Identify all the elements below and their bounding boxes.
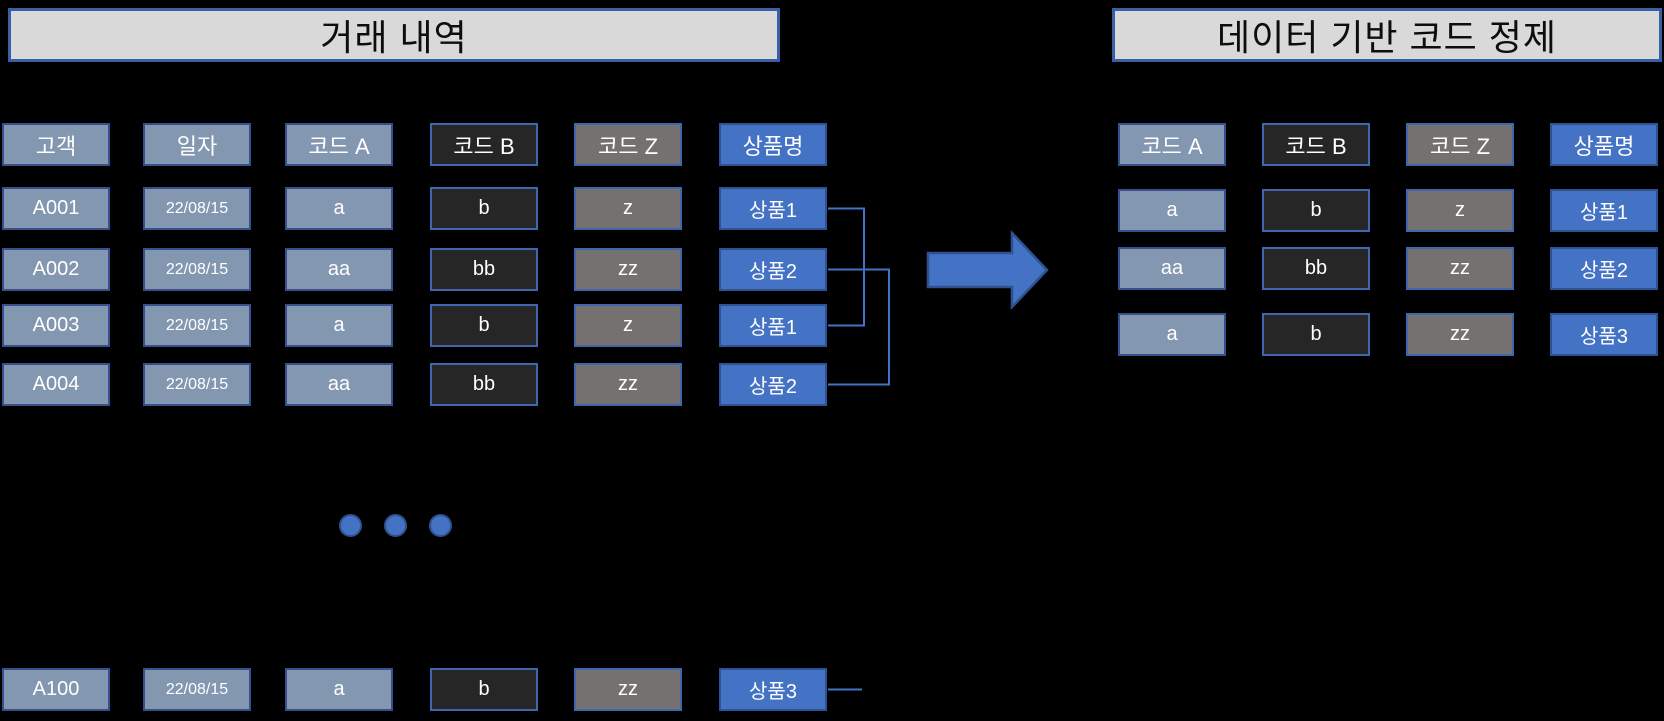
left-row4-cell5: 상품2 <box>719 363 827 406</box>
right-row3-cell3: 상품3 <box>1550 313 1658 356</box>
left-row2-cell2: aa <box>285 248 393 291</box>
ellipsis-dot <box>429 514 452 537</box>
left-header-0: 고객 <box>2 123 110 166</box>
left-row3-cell2: a <box>285 304 393 347</box>
left-row4-cell0: A004 <box>2 363 110 406</box>
right-row3-cell1: b <box>1262 313 1370 356</box>
left-header-1: 일자 <box>143 123 251 166</box>
right-row2-cell1: bb <box>1262 247 1370 290</box>
left-row4-cell1: 22/08/15 <box>143 363 251 406</box>
left-header-4: 코드 Z <box>574 123 682 166</box>
left-row3-cell0: A003 <box>2 304 110 347</box>
left-lastrow-cell3: b <box>430 668 538 711</box>
product2-duplicate-link <box>828 268 890 386</box>
right-row1-cell0: a <box>1118 189 1226 232</box>
left-row4-cell3: bb <box>430 363 538 406</box>
left-row1-cell0: A001 <box>2 187 110 230</box>
left-lastrow-cell4: zz <box>574 668 682 711</box>
left-lastrow-cell1: 22/08/15 <box>143 668 251 711</box>
left-lastrow-cell5: 상품3 <box>719 668 827 711</box>
left-header-3: 코드 B <box>430 123 538 166</box>
right-row1-cell2: z <box>1406 189 1514 232</box>
right-header-2: 코드 Z <box>1406 123 1514 166</box>
right-row2-cell3: 상품2 <box>1550 247 1658 290</box>
right-table-title: 데이터 기반 코드 정제 <box>1112 8 1662 62</box>
left-row1-cell5: 상품1 <box>719 187 827 230</box>
left-row2-cell1: 22/08/15 <box>143 248 251 291</box>
left-table-title: 거래 내역 <box>8 8 780 62</box>
left-row1-cell2: a <box>285 187 393 230</box>
ellipsis-dot <box>384 514 407 537</box>
left-row2-cell3: bb <box>430 248 538 291</box>
ellipsis-dot <box>339 514 362 537</box>
left-row3-cell5: 상품1 <box>719 304 827 347</box>
right-header-3: 상품명 <box>1550 123 1658 166</box>
right-row1-cell1: b <box>1262 189 1370 232</box>
ellipsis-dots <box>339 514 452 537</box>
left-row1-cell3: b <box>430 187 538 230</box>
right-header-0: 코드 A <box>1118 123 1226 166</box>
right-row3-cell0: a <box>1118 313 1226 356</box>
right-row2-cell0: aa <box>1118 247 1226 290</box>
right-row1-cell3: 상품1 <box>1550 189 1658 232</box>
left-row4-cell2: aa <box>285 363 393 406</box>
transform-arrow-icon <box>926 229 1049 311</box>
right-row2-cell2: zz <box>1406 247 1514 290</box>
right-header-1: 코드 B <box>1262 123 1370 166</box>
left-header-2: 코드 A <box>285 123 393 166</box>
left-row4-cell4: zz <box>574 363 682 406</box>
left-row2-cell4: zz <box>574 248 682 291</box>
right-row3-cell2: zz <box>1406 313 1514 356</box>
left-row1-cell1: 22/08/15 <box>143 187 251 230</box>
left-row3-cell3: b <box>430 304 538 347</box>
left-lastrow-cell2: a <box>285 668 393 711</box>
left-header-5: 상품명 <box>719 123 827 166</box>
left-lastrow-cell0: A100 <box>2 668 110 711</box>
left-row3-cell4: z <box>574 304 682 347</box>
left-row2-cell0: A002 <box>2 248 110 291</box>
product1-duplicate-link <box>828 207 865 327</box>
left-row2-cell5: 상품2 <box>719 248 827 291</box>
left-row3-cell1: 22/08/15 <box>143 304 251 347</box>
left-row1-cell4: z <box>574 187 682 230</box>
